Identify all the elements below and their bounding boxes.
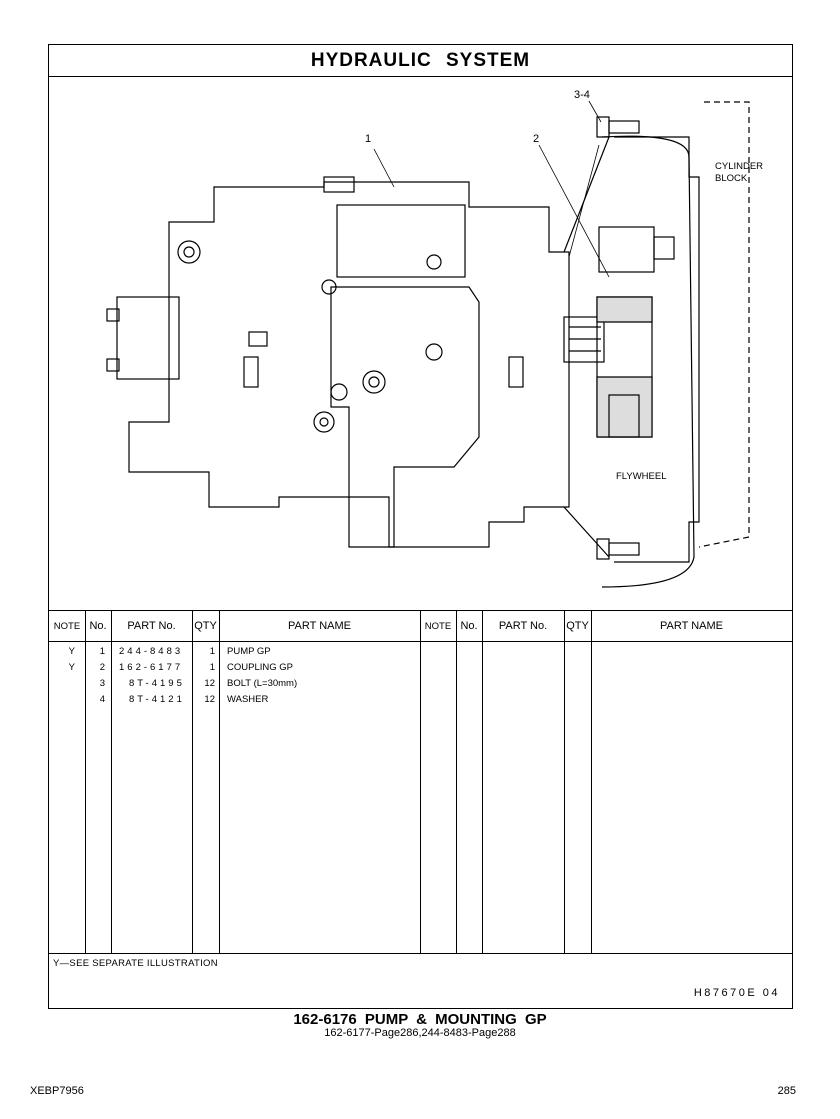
header-no-2: No. xyxy=(460,620,478,632)
header-qty-2: QTY xyxy=(566,620,589,632)
footnote: Y—SEE SEPARATE ILLUSTRATION xyxy=(53,958,218,969)
catalog-frame: HYDRAULIC SYSTEM xyxy=(48,44,793,1009)
actuator-plug-bottom xyxy=(106,358,120,372)
page-number: 285 xyxy=(777,1085,796,1097)
item-no-cell: 4 xyxy=(99,694,105,705)
bolt-bottom-head xyxy=(596,538,610,560)
header-part-no-2: PART No. xyxy=(498,620,548,632)
table-center-divider xyxy=(420,611,421,953)
leader-3-4 xyxy=(588,100,602,123)
flywheel-outline xyxy=(601,135,695,588)
part-name-cell: PUMP GP xyxy=(227,646,271,657)
nut-left xyxy=(248,331,268,347)
document-number: XEBP7956 xyxy=(30,1085,84,1097)
table-row: Y 2 162-6177 1 COUPLING GP xyxy=(49,660,420,676)
header-part-name-2: PART NAME xyxy=(660,620,723,632)
plug-top xyxy=(426,254,442,270)
coupling-hub xyxy=(563,316,605,363)
part-no-cell: 162-6177 xyxy=(119,662,184,673)
bolt-top-head xyxy=(596,116,610,138)
qty-cell: 1 xyxy=(209,662,215,673)
col-divider xyxy=(456,611,457,953)
coupling-section-top xyxy=(596,296,653,323)
label-block: BLOCK xyxy=(715,173,748,184)
plug-mid xyxy=(321,279,337,295)
pump-drawing xyxy=(106,100,750,588)
part-name-cell: BOLT (L=30mm) xyxy=(227,678,298,689)
bolt-bottom-shank xyxy=(608,542,640,556)
col-divider xyxy=(219,611,220,953)
leader-2 xyxy=(538,144,610,278)
callout-2: 2 xyxy=(533,133,540,145)
exploded-illustration: 1 2 3-4 CYLINDER BLOCK FLYWHEEL xyxy=(49,77,792,610)
coupling-section-bottom xyxy=(596,376,653,438)
header-note-2: NOTE xyxy=(424,620,452,632)
part-name-cell: WASHER xyxy=(227,694,269,705)
col-divider xyxy=(591,611,592,953)
qty-cell: 12 xyxy=(204,678,215,689)
part-no-cell: 8T-4121 xyxy=(129,694,185,705)
item-no-cell: 3 xyxy=(99,678,105,689)
fitting-lower xyxy=(313,411,335,433)
col-divider xyxy=(482,611,483,953)
bolt-right xyxy=(508,356,524,388)
item-no-cell: 2 xyxy=(99,662,105,673)
col-divider xyxy=(111,611,112,953)
note-cell: Y xyxy=(68,662,75,673)
part-no-cell: 244-8483 xyxy=(119,646,184,657)
coupling-bolt-housing xyxy=(598,226,655,273)
qty-cell: 12 xyxy=(204,694,215,705)
item-no-cell: 1 xyxy=(99,646,105,657)
flywheel-housing xyxy=(614,136,700,563)
fitting-left xyxy=(177,240,201,264)
label-flywheel: FLYWHEEL xyxy=(616,471,667,482)
adapter-plate xyxy=(563,136,610,558)
label-cylinder: CYLINDER xyxy=(715,161,764,172)
callout-3-4: 3-4 xyxy=(574,89,590,101)
col-divider xyxy=(85,611,86,953)
page-references: 162-6177-Page286,244-8483-Page288 xyxy=(324,1027,516,1039)
leader-1 xyxy=(373,148,395,188)
fitting-lower-inner xyxy=(319,417,329,427)
header-note: NOTE xyxy=(53,620,81,632)
table-row: Y 1 244-8483 1 PUMP GP xyxy=(49,644,420,660)
pump-top-boss xyxy=(323,176,355,193)
coupling-bolt xyxy=(608,394,640,438)
fitting-center xyxy=(362,370,386,394)
illustration-number: H87670E 04 xyxy=(693,987,780,999)
note-cell: Y xyxy=(68,646,75,657)
header-part-name: PART NAME xyxy=(288,620,351,632)
col-divider xyxy=(564,611,565,953)
bolt-left xyxy=(243,356,259,388)
fitting-left-inner xyxy=(183,246,195,258)
coupling-bolt-head xyxy=(653,236,675,260)
callout-1: 1 xyxy=(365,133,372,145)
cylinder-block-outline xyxy=(698,101,750,548)
parts-table: NOTE No. PART No. QTY PART NAME NOTE No.… xyxy=(49,610,792,954)
header-qty: QTY xyxy=(194,620,217,632)
header-no: No. xyxy=(89,620,107,632)
bolt-top-shank xyxy=(608,120,640,134)
fitting-center-inner xyxy=(368,376,380,388)
table-row: 4 8T-4121 12 WASHER xyxy=(49,692,420,708)
actuator-housing xyxy=(116,296,180,380)
section-title: HYDRAULIC SYSTEM xyxy=(49,45,792,77)
part-name-cell: COUPLING GP xyxy=(227,662,293,673)
qty-cell: 1 xyxy=(209,646,215,657)
fitting-small xyxy=(330,383,348,401)
table-row: 3 8T-4195 12 BOLT (L=30mm) xyxy=(49,676,420,692)
fitting-right xyxy=(425,343,443,361)
header-part-no: PART No. xyxy=(127,620,176,632)
actuator-plug-top xyxy=(106,308,120,322)
group-title: 162-6176 PUMP & MOUNTING GP xyxy=(293,1011,547,1028)
col-divider xyxy=(192,611,193,953)
pump-top-housing xyxy=(336,204,466,278)
header-divider xyxy=(49,641,792,642)
valve-block xyxy=(330,286,480,548)
part-no-cell: 8T-4195 xyxy=(129,678,185,689)
leader-3-4-bottom xyxy=(568,144,600,258)
